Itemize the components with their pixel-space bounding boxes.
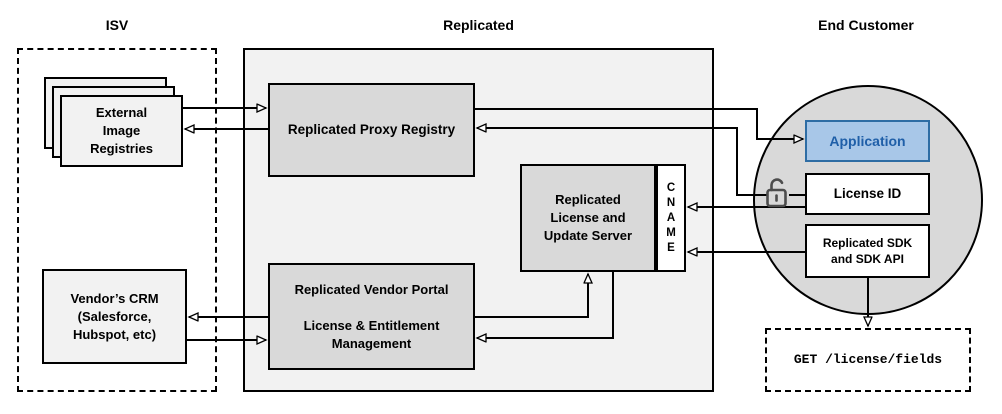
end-customer-section-label: End Customer xyxy=(818,17,914,33)
vendor-portal-node: Replicated Vendor Portal License & Entit… xyxy=(268,263,475,370)
isv-section-label: ISV xyxy=(105,17,129,33)
cname-letter: N xyxy=(666,196,676,209)
external-image-registries-node: External Image Registries xyxy=(60,95,183,167)
replicated-section-label: Replicated xyxy=(443,17,514,33)
isv-zone-box xyxy=(17,48,217,392)
cname-letter: A xyxy=(666,211,676,224)
unlock-icon xyxy=(766,178,787,208)
cname-letter: M xyxy=(666,226,676,239)
cname-strip: C N A M E xyxy=(656,164,686,272)
vendor-crm-node: Vendor’s CRM (Salesforce, Hubspot, etc) xyxy=(42,269,187,364)
get-license-fields-node: GET /license/fields xyxy=(765,328,971,392)
license-update-server-node: Replicated License and Update Server xyxy=(520,164,656,272)
license-id-node: License ID xyxy=(805,173,930,215)
cname-letter: E xyxy=(667,241,675,254)
cname-letter: C xyxy=(666,181,676,194)
proxy-registry-node: Replicated Proxy Registry xyxy=(268,83,475,177)
application-node: Application xyxy=(805,120,930,162)
replicated-sdk-node: Replicated SDK and SDK API xyxy=(805,224,930,278)
